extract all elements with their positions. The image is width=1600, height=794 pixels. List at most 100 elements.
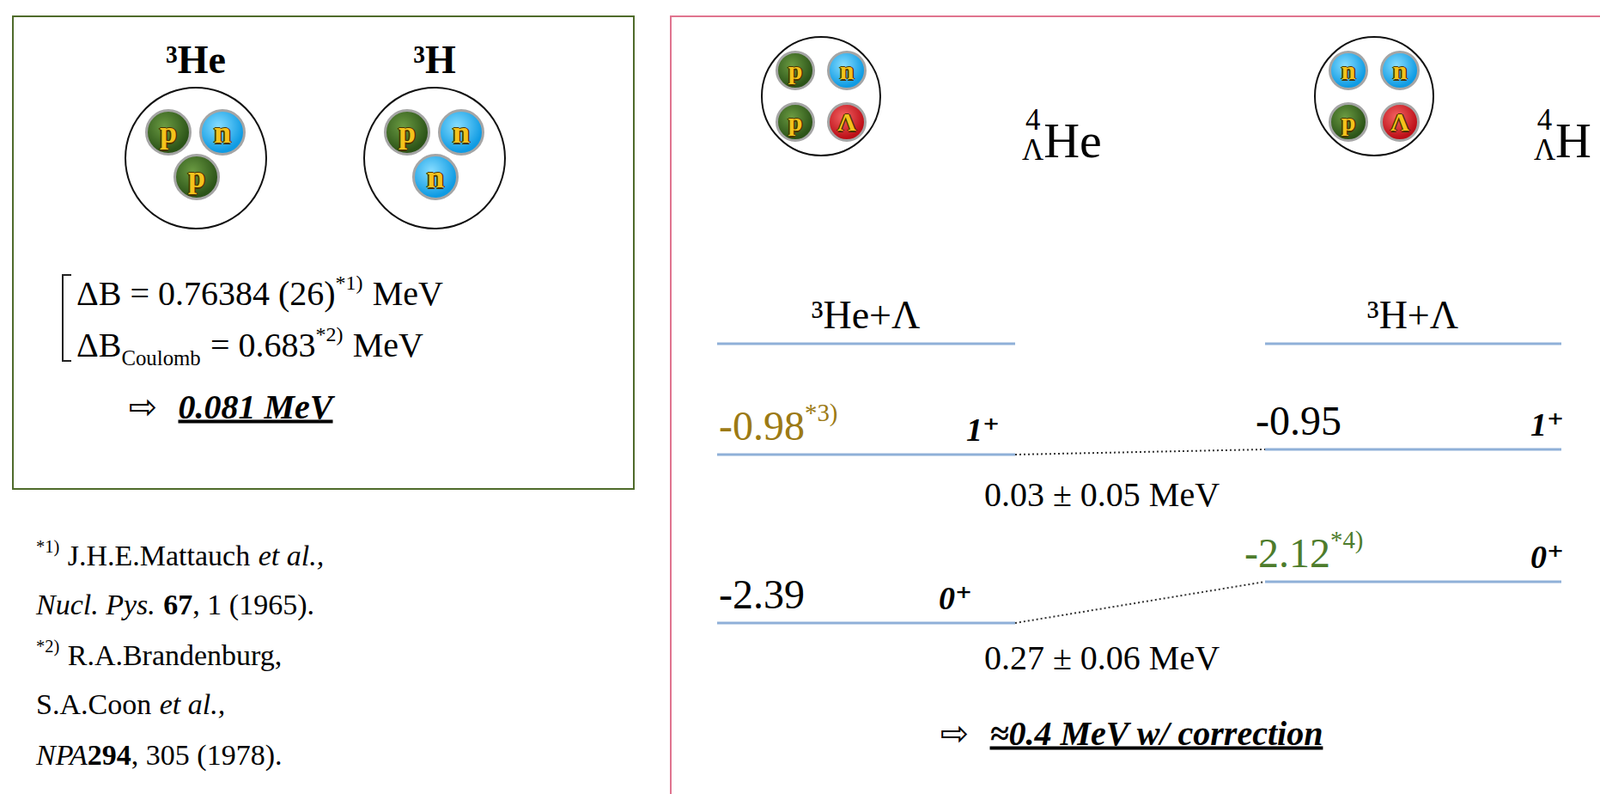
text-line: S.A.Coonet al., <box>36 687 226 721</box>
particle-letter: n <box>1341 57 1357 84</box>
level-lines <box>717 343 1562 623</box>
nucleus-circle: nnpΛ4ΛH <box>1314 36 1435 157</box>
particle-letter: p <box>398 116 416 148</box>
diagram-text: 0.03 ± 0.05 MeV <box>984 474 1220 515</box>
hyperon-ball: Λ <box>827 102 867 142</box>
diagram-text: *4) <box>1330 525 1363 554</box>
reference-text: Nucl. Pys. <box>36 587 156 621</box>
diagram-text: *3) <box>804 398 838 427</box>
reference-text: *2) <box>36 636 60 657</box>
particle-letter: Λ <box>1390 109 1410 135</box>
diagram-text: 4 <box>1025 105 1041 136</box>
diagram-text: 0.27 ± 0.06 MeV <box>984 638 1220 678</box>
text-line: 0⁺ <box>1530 538 1564 577</box>
text-line: -0.95 <box>1255 396 1342 445</box>
particle-letter: n <box>213 116 232 148</box>
text-line: 4ΛH <box>1533 105 1592 166</box>
nucleus-circle: pnp³He <box>124 86 268 230</box>
nucleon-ball: p <box>145 109 192 156</box>
nucleon-ball: n <box>412 153 459 201</box>
diagram-text: ≈0.4 MeV w/ correction <box>990 713 1324 754</box>
text-line: ³H <box>413 37 457 84</box>
reference-text: *1) <box>36 536 60 557</box>
text-line: 0⁺ <box>938 579 973 618</box>
diagram-text: -0.95 <box>1255 396 1342 445</box>
nucleon-ball: n <box>1328 50 1369 91</box>
particle-letter: n <box>839 57 855 84</box>
particle-letter: p <box>788 109 804 135</box>
diagram-text: = 0.683 <box>210 325 317 366</box>
nucleon-ball: p <box>1328 102 1369 142</box>
text-line: -2.12*4) <box>1244 529 1363 577</box>
diagram-text: *2) <box>315 322 343 347</box>
diagram-text: Coulomb <box>121 346 201 372</box>
nucleon-ball: n <box>438 109 485 156</box>
diagram-text: ³H <box>413 37 457 84</box>
text-line: ΔB = 0.76384 (26)*1) MeV <box>76 273 444 314</box>
text-line: ³He <box>165 37 226 84</box>
particle-letter: n <box>1393 57 1408 84</box>
diagram-text: ⇨ <box>940 712 970 753</box>
diagram-text: ³He <box>165 37 226 84</box>
diagram-text: -0.98 <box>718 401 805 450</box>
reference-text: NPA <box>36 737 88 772</box>
text-line: ⇨0.081 MeV <box>128 386 334 427</box>
diagram-text: Λ <box>1022 135 1044 166</box>
text-line: 1⁺ <box>966 411 1000 450</box>
diagram-text: ΔB <box>76 325 122 366</box>
diagram-text: ⇨ <box>128 386 159 426</box>
particle-letter: p <box>1341 109 1357 135</box>
particle-letter: p <box>788 57 804 84</box>
panel: pnpΛ4ΛHennpΛ4ΛH³He+Λ³H+Λ-0.98*3)1⁺-0.951… <box>669 15 1600 794</box>
nucleon-ball: n <box>199 109 246 156</box>
nucleon-ball: p <box>173 153 220 201</box>
reference-text: 67 <box>163 587 193 621</box>
hyperon-ball: Λ <box>1380 102 1420 142</box>
diagram-text: 0⁺ <box>1530 538 1564 577</box>
diagram-text: ³H+Λ <box>1367 292 1459 339</box>
diagram-text: 1⁺ <box>966 411 1000 450</box>
diagram-text: 0⁺ <box>938 579 973 618</box>
nucleon-ball: n <box>827 50 867 91</box>
diagram-text: -2.12 <box>1244 529 1331 577</box>
text-line: 1⁺ <box>1530 406 1564 445</box>
diagram-text: 1⁺ <box>1530 406 1564 445</box>
nucleon-ball: p <box>775 50 816 91</box>
diagram-text: *1) <box>335 271 364 296</box>
text-line: 0.03 ± 0.05 MeV <box>984 474 1220 515</box>
text-line: ³He+Λ <box>811 292 921 339</box>
diagram-text: -2.39 <box>718 570 805 618</box>
reference-text: , 1 (1965). <box>192 587 315 621</box>
nucleus-circle: pnn³H <box>363 86 506 230</box>
reference-text: S.A.Coon <box>36 687 152 721</box>
panel: pnp³Hepnn³HΔB = 0.76384 (26)*1)MeVΔBCoul… <box>12 15 635 490</box>
reference-text: et al., <box>258 538 324 572</box>
nucleon-ball: p <box>775 102 816 142</box>
diagram-text: H <box>1555 115 1592 166</box>
reference-text: R.A.Brandenburg, <box>67 638 283 672</box>
text-line: ⇨ ≈0.4 MeV w/ correction <box>940 712 1323 754</box>
bracket <box>62 274 72 361</box>
particle-letter: p <box>159 116 177 148</box>
diagram-text: ΔB = 0.76384 (26) <box>76 273 336 314</box>
diagram-text: 4 <box>1537 105 1552 136</box>
particle-letter: Λ <box>837 109 857 135</box>
nucleon-ball: p <box>383 109 431 156</box>
particle-letter: p <box>188 161 206 193</box>
diagram-text: He <box>1043 115 1102 166</box>
text-line: 0.27 ± 0.06 MeV <box>984 638 1220 678</box>
reference-text: et al., <box>159 687 226 721</box>
nucleon-ball: n <box>1380 50 1420 91</box>
nuclide-prescript: 4Λ <box>1533 105 1556 166</box>
text-line: *2) R.A.Brandenburg, <box>36 638 282 672</box>
text-line: 4ΛHe <box>1022 105 1102 166</box>
text-line: Nucl. Pys.67, 1 (1965). <box>36 587 315 621</box>
diagram-text: ³He+Λ <box>811 292 921 339</box>
text-line: -2.39 <box>718 570 805 618</box>
nuclide-prescript: 4Λ <box>1022 105 1044 166</box>
text-line: ³H+Λ <box>1367 292 1459 339</box>
diagram-text: Λ <box>1533 135 1556 166</box>
nucleus-circle: pnpΛ4ΛHe <box>760 36 882 157</box>
diagram-text: MeV <box>372 273 444 314</box>
